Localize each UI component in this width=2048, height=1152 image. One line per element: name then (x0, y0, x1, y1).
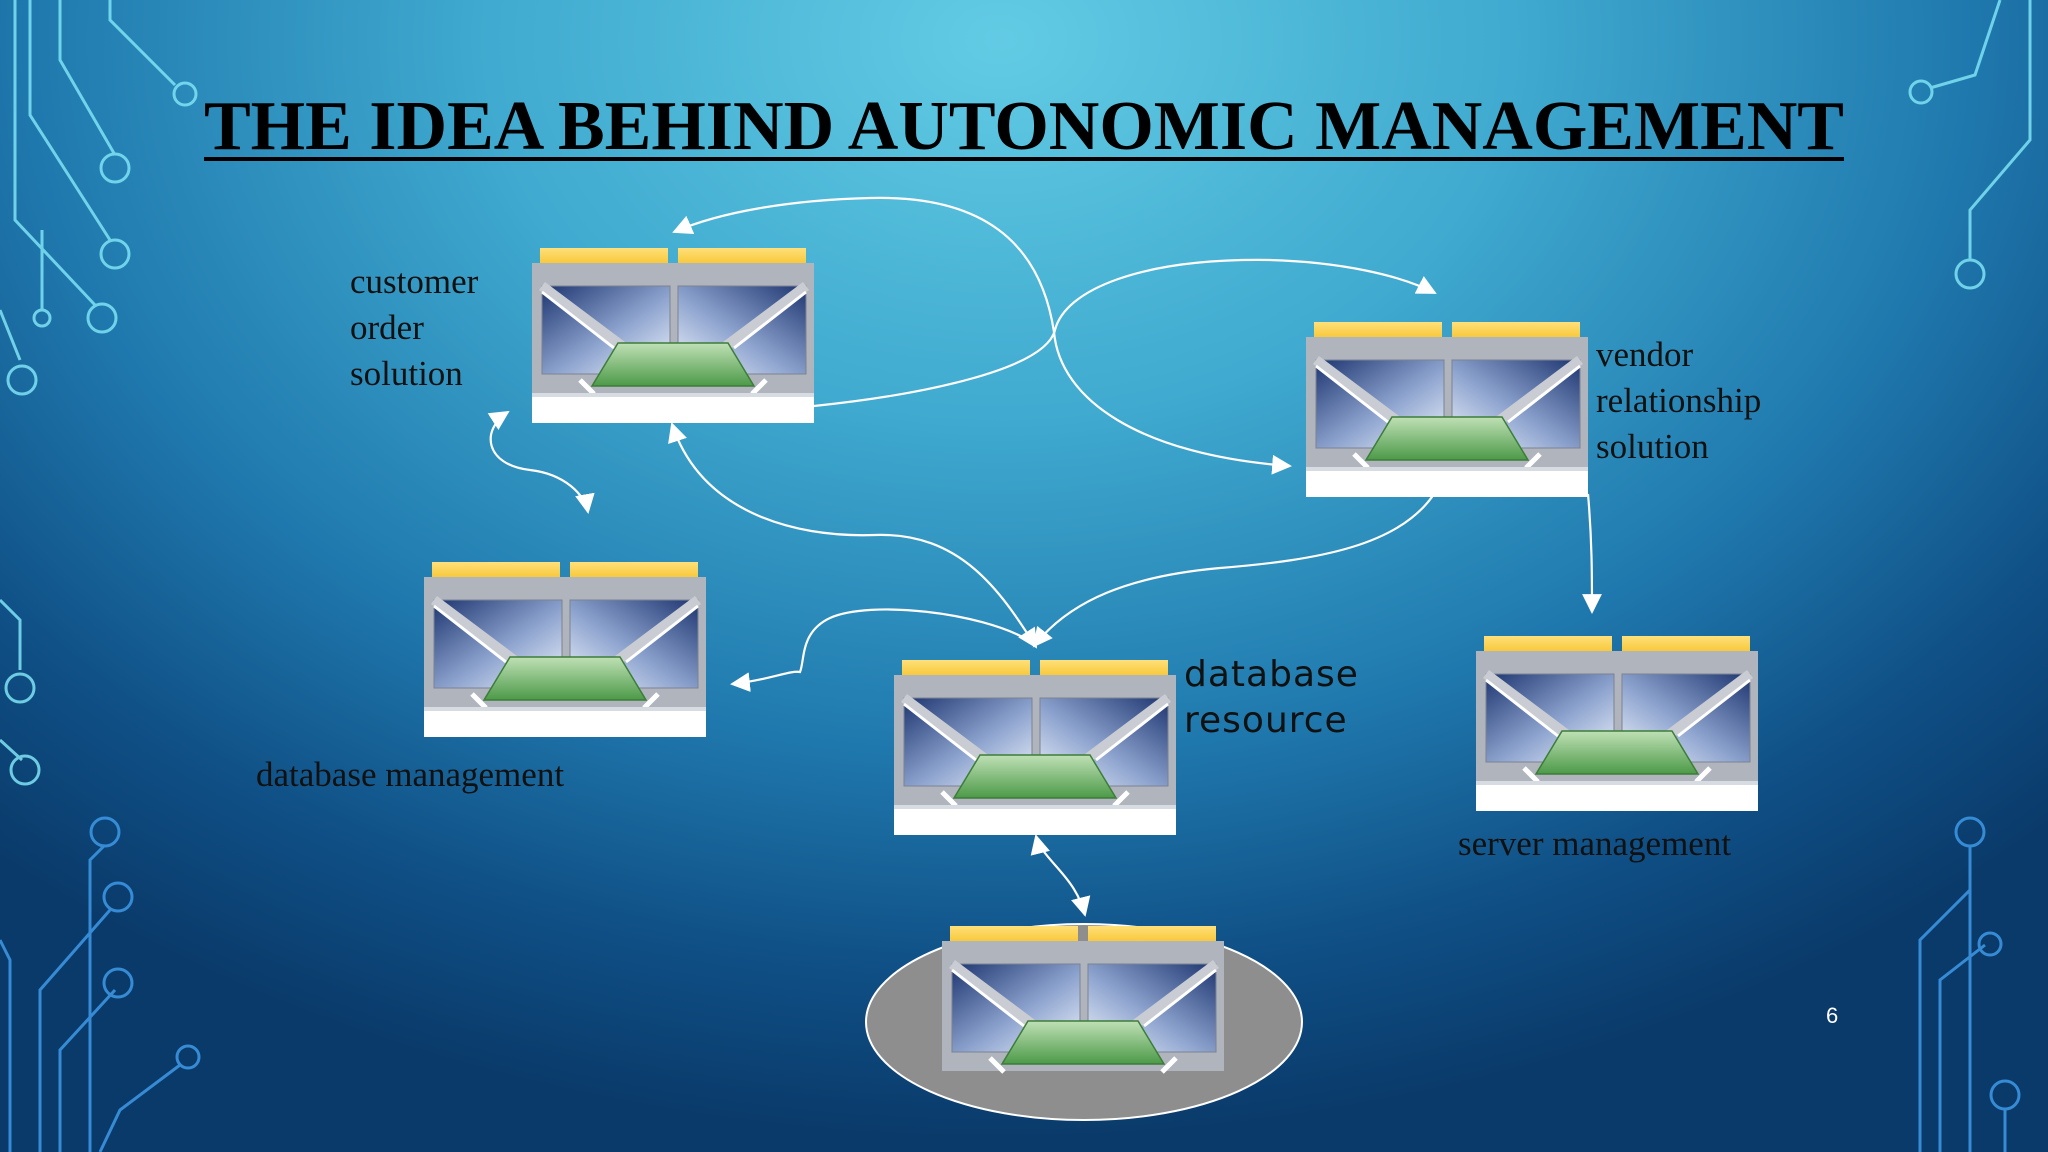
circuit-trace (88, 843, 107, 1152)
circuit-trace (98, 1063, 181, 1152)
circuit-trace (1938, 943, 1986, 1152)
connector-arrow (813, 258, 1437, 408)
connector-arrow (1032, 493, 1435, 648)
slide-title: THE IDEA BEHIND AUTONOMIC MANAGEMENT (203, 88, 1844, 165)
label-database-resource: database resource (1184, 654, 1359, 741)
circuit-trace (1968, 0, 2032, 260)
circuit-trace (38, 909, 112, 1152)
circuit-trace (1929, 0, 2002, 90)
circuit-trace (28, 0, 112, 241)
label-database-management: database management (256, 755, 565, 794)
circuit-trace (0, 939, 12, 1152)
circuit-trace (1918, 888, 1972, 1152)
server-node-database-management (424, 562, 706, 737)
circuit-trace (0, 309, 22, 361)
circuit-trace (0, 598, 22, 670)
connector-arrow (1030, 834, 1091, 917)
circuit-trace (13, 0, 97, 307)
connector-arrow (668, 422, 1038, 649)
connector-arrow (672, 196, 1056, 333)
label-customer-order: customer order solution (350, 262, 479, 393)
circuit-trace (58, 0, 117, 156)
connector-arrow (1052, 331, 1292, 475)
connector-arrow (1582, 493, 1602, 614)
server-node-server-management (1476, 636, 1758, 811)
label-vendor-relationship: vendor relationship solution (1596, 335, 1762, 466)
connector-arrow (487, 410, 595, 514)
label-server-management: server management (1458, 824, 1732, 863)
server-node-database-resource (894, 660, 1176, 835)
server-node-vendor-relationship (1306, 322, 1588, 497)
server-node-storage (942, 926, 1224, 1072)
server-node-customer-order (532, 248, 814, 423)
connector-arrow (730, 608, 1029, 692)
circuit-trace (58, 988, 117, 1152)
page-number: 6 (1826, 1003, 1839, 1028)
circuit-trace (108, 0, 177, 87)
